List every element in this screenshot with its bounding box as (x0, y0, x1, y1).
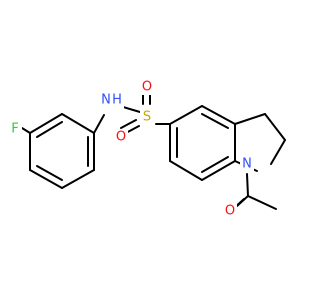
ring-nitrogen-atom: N (240, 156, 254, 172)
bond (29, 113, 63, 134)
bonds (21, 90, 286, 210)
atom-labels: F N H S O O N (8, 79, 254, 219)
sulfonyl-oxygen-top-atom: O (140, 79, 154, 95)
bond (247, 195, 277, 210)
bond (270, 139, 286, 165)
atom-label-s: S (143, 110, 151, 125)
bond (201, 105, 236, 125)
atom-label-o: O (225, 204, 235, 219)
bond (36, 121, 63, 138)
atom-label-o: O (142, 80, 152, 95)
atom-label-n: N (242, 157, 252, 172)
bond (93, 114, 105, 134)
amine-nitrogen-atom: N H (100, 93, 124, 109)
bond (61, 113, 95, 134)
sulfonyl-oxygen-left-atom: O (114, 129, 128, 145)
bond (201, 160, 236, 181)
atom-label-h: H (112, 93, 122, 108)
bond (264, 113, 286, 141)
carbonyl-oxygen-atom: O (223, 203, 237, 219)
bond (29, 169, 63, 189)
bond (169, 160, 203, 181)
bond (201, 156, 229, 173)
atom-label-f: F (11, 122, 18, 137)
bond (234, 113, 266, 125)
atom-label-n: N (101, 93, 111, 108)
sulfur-atom: S (140, 109, 154, 125)
fluorine-atom: F (8, 121, 22, 137)
bond (120, 119, 137, 129)
atom-label-o: O (116, 130, 126, 145)
bond (61, 169, 95, 189)
bond (169, 105, 203, 125)
structure-canvas: F N H S O O N (8, 79, 286, 219)
bond (36, 165, 63, 181)
bond (246, 173, 249, 197)
bond (201, 113, 229, 129)
molecule-structure: F N H S O O N (8, 79, 286, 219)
bond (21, 127, 31, 134)
